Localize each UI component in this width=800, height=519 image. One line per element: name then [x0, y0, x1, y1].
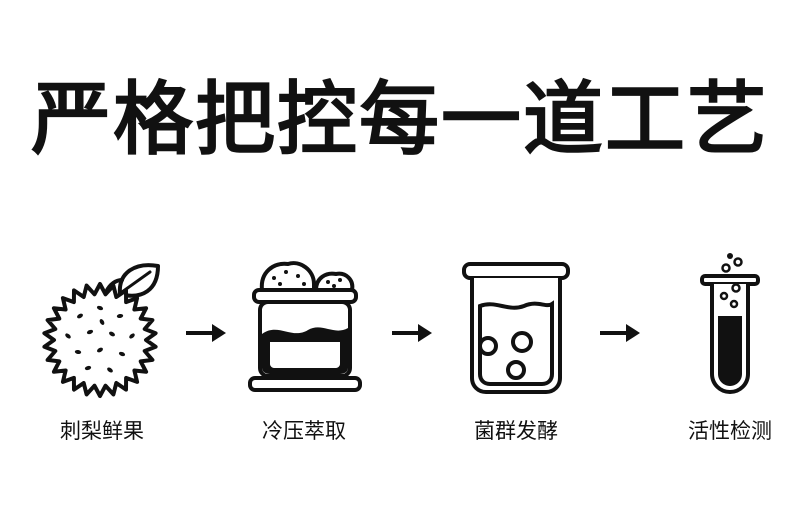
cold-press-jar-icon — [234, 250, 374, 400]
arrow-right-icon — [390, 321, 434, 345]
fermentation-beaker-icon — [446, 250, 586, 400]
step-label-cold-press: 冷压萃取 — [262, 419, 346, 443]
prickly-pear-fruit-icon — [32, 250, 172, 400]
step-label-fresh-fruit: 刺梨鲜果 — [60, 419, 144, 443]
page-title: 严格把控每一道工艺 — [31, 73, 769, 166]
arrow-right-icon — [598, 321, 642, 345]
step-label-activity-test: 活性检测 — [688, 419, 772, 443]
test-tube-icon — [660, 250, 800, 400]
arrow-right-icon — [184, 321, 228, 345]
step-label-fermentation: 菌群发酵 — [474, 419, 558, 443]
